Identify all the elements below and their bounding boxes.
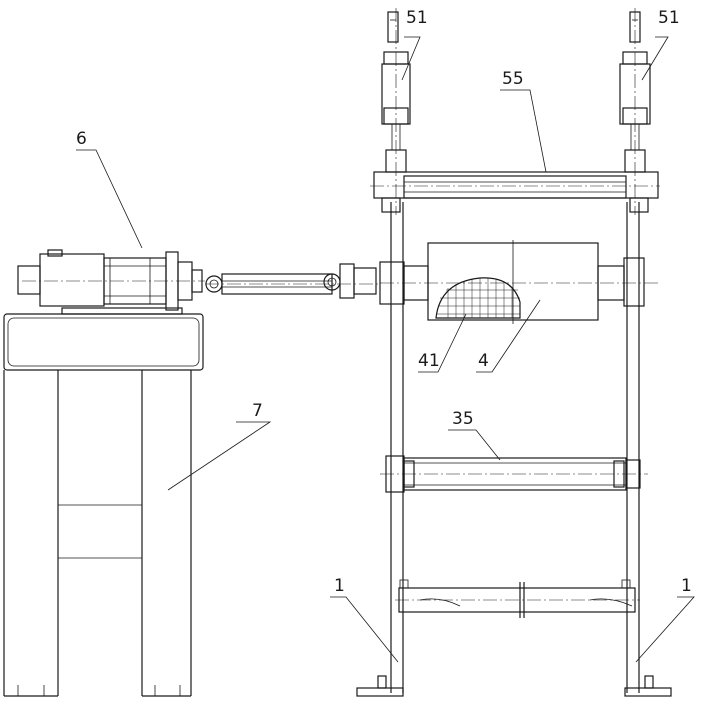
- cylinder-51-left: [382, 8, 410, 215]
- label-1-right: 1: [681, 576, 692, 596]
- label-4: 4: [478, 351, 489, 371]
- label-55: 55: [502, 69, 524, 89]
- label-51-left: 51: [406, 8, 428, 28]
- label-41: 41: [418, 351, 440, 371]
- label-35: 35: [452, 409, 474, 429]
- roller-35: [380, 456, 648, 492]
- label-6: 6: [76, 129, 87, 149]
- drive-shaft: [205, 264, 380, 298]
- label-1-left: 1: [334, 576, 345, 596]
- roller-55: [370, 172, 660, 212]
- stand-7: [4, 308, 203, 696]
- cylinder-51-right: [620, 8, 650, 215]
- label-51-right: 51: [658, 8, 680, 28]
- roller-4: [380, 240, 660, 324]
- label-7: 7: [252, 401, 263, 421]
- motor-6: [18, 250, 205, 310]
- leader-lines: [76, 37, 694, 662]
